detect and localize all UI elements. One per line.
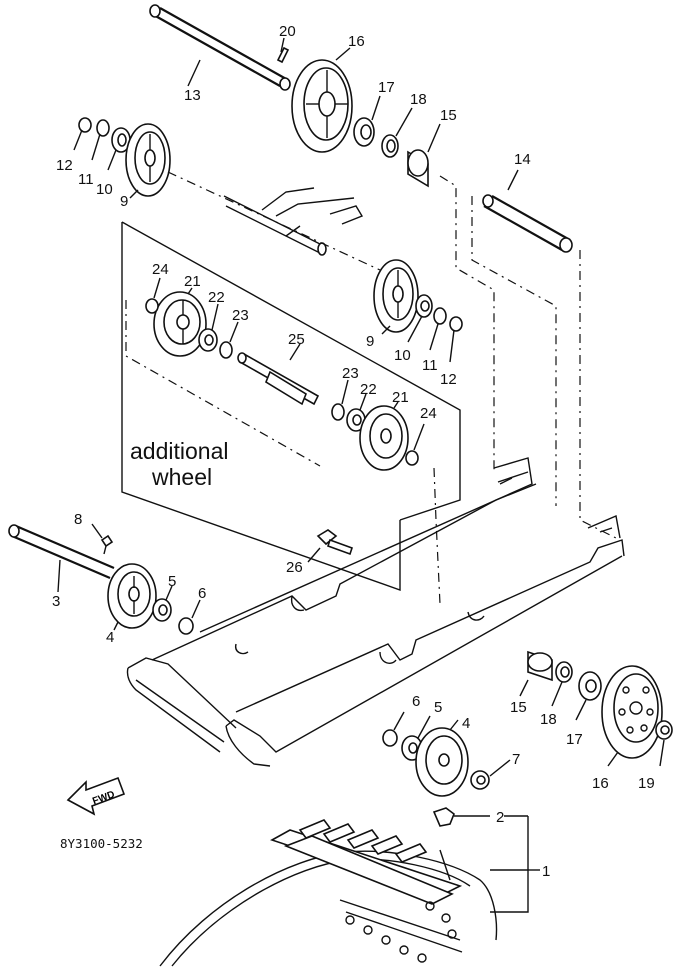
nut-6-left [178,599,201,635]
nut-24-right [405,423,425,466]
clip-2 [432,807,490,827]
nut-12-right [449,316,463,363]
note-line-2: wheel [151,464,212,490]
callout-11: 11 [78,171,94,188]
nut-6-bottom [382,711,405,747]
callout-8: 8 [74,511,82,528]
wheel-9-right [373,259,419,335]
callout-22: 22 [208,289,225,306]
washer-11-right [429,307,447,351]
cap-19 [655,720,673,767]
bolt-26 [307,529,354,563]
washer-11-top [91,119,110,161]
bearing-5-left [152,585,173,622]
wheel-4-left [107,563,157,631]
bearing-22-left [198,303,219,352]
wheel-16-bottom [601,665,663,767]
callout-21: 21 [184,273,201,290]
note-line-1: additional [130,438,228,464]
bearing-17-bottom [575,671,602,721]
callout-1: 1 [542,863,550,880]
wheel-4-bottom [415,719,469,797]
axle-25 [237,343,320,406]
callout-9: 9 [120,193,128,210]
callout-10: 10 [96,181,113,198]
pin-8 [91,523,114,555]
washer-23-left [219,321,239,359]
wheel-16-top [291,47,353,153]
callout-2: 2 [496,809,504,826]
part-code: 8Y3100-5232 [60,836,143,851]
callout-21-right: 21 [392,389,409,406]
ring-18-top [381,107,413,158]
callout-25: 25 [288,331,305,348]
bearing-10-right [407,294,433,343]
ring-18-bottom [551,661,573,707]
frame-crossmember [223,187,364,256]
callout-17: 17 [378,79,395,96]
callout-6: 6 [198,585,206,602]
bearing-22-right [346,393,367,432]
callout-6-bottom: 6 [412,693,420,710]
callout-16: 16 [348,33,365,50]
callout-26: 26 [286,559,303,576]
pin-20 [276,37,290,64]
callout-5-bottom: 5 [434,699,442,716]
nut-24-left [145,277,161,314]
callout-24-right: 24 [420,405,437,422]
callout-10-right: 10 [394,347,411,364]
callout-18: 18 [410,91,427,108]
track-1 [159,815,540,967]
washer-23-right [331,379,349,421]
fwd-arrow-icon: FWD [66,776,126,816]
callout-labels: 20 16 13 17 18 15 14 12 11 10 9 24 21 22… [52,23,655,880]
callout-11-right: 11 [422,357,438,374]
additional-wheel-box [121,221,461,591]
callout-5: 5 [168,573,176,590]
callout-14: 14 [514,151,531,168]
callout-9-right: 9 [366,333,374,350]
shaft-13 [149,4,291,91]
callout-23: 23 [232,307,249,324]
callout-20: 20 [279,23,296,40]
nut-7 [470,759,511,790]
collar-15-top [407,123,441,188]
callout-4: 4 [106,629,114,646]
callout-24: 24 [152,261,169,278]
shaft-3 [8,524,115,593]
wheel-9-top [125,123,171,199]
shaft-14 [482,169,573,253]
callout-12-right: 12 [440,371,457,388]
callout-3: 3 [52,593,60,610]
callout-12: 12 [56,157,73,174]
nut-12-top [73,117,92,151]
callout-15: 15 [440,107,457,124]
wheel-21-left [153,287,207,357]
bearing-17-top [353,95,381,147]
wheel-21-right [359,401,409,471]
callout-7: 7 [512,751,520,768]
callout-23-right: 23 [342,365,359,382]
slide-rail-frame [126,457,625,767]
callout-13: 13 [184,87,201,104]
callout-19: 19 [638,775,655,792]
callout-16-bottom: 16 [592,775,609,792]
callout-22-right: 22 [360,381,377,398]
callout-17-bottom: 17 [566,731,583,748]
callout-4-bottom: 4 [462,715,470,732]
callout-18-bottom: 18 [540,711,557,728]
collar-15-bottom [519,650,553,697]
callout-15-bottom: 15 [510,699,527,716]
